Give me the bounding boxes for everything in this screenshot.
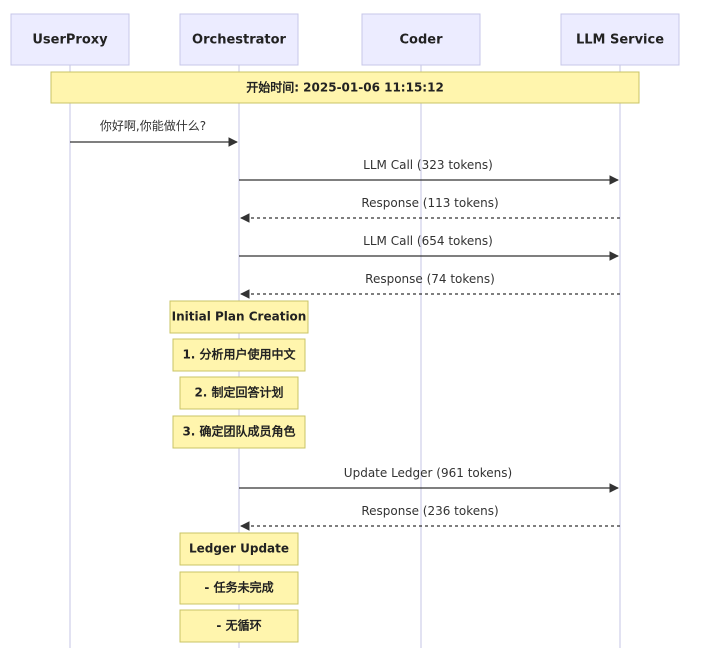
message-label: 你好啊,你能做什么? <box>100 118 206 133</box>
message-response-2: Response (74 tokens) <box>240 272 620 299</box>
note-label: 1. 分析用户使用中文 <box>182 347 296 362</box>
message-llm-call-2: LLM Call (654 tokens) <box>239 234 619 261</box>
message-user-greeting: 你好啊,你能做什么? <box>70 118 238 147</box>
note-ledger-update: Ledger Update <box>179 532 299 566</box>
message-response-1: Response (113 tokens) <box>240 196 620 223</box>
message-label: LLM Call (654 tokens) <box>363 234 493 248</box>
message-update-ledger: Update Ledger (961 tokens) <box>239 466 619 493</box>
message-label: Update Ledger (961 tokens) <box>344 466 512 480</box>
actor-llm-service: LLM Service <box>560 13 680 66</box>
note-plan-step-3: 3. 确定团队成员角色 <box>172 415 306 449</box>
message-label: LLM Call (323 tokens) <box>363 158 493 172</box>
actor-userproxy-label: UserProxy <box>32 33 108 48</box>
note-label: 3. 确定团队成员角色 <box>182 424 295 439</box>
start-time-banner: 开始时间: 2025-01-06 11:15:12 <box>50 71 640 104</box>
message-llm-call-1: LLM Call (323 tokens) <box>239 158 619 185</box>
note-ledger-item-1: - 任务未完成 <box>179 571 299 605</box>
note-ledger-item-2: - 无循环 <box>179 609 299 643</box>
message-label: Response (236 tokens) <box>361 504 498 518</box>
start-time-text: 开始时间: 2025-01-06 11:15:12 <box>246 80 444 95</box>
note-label: - 任务未完成 <box>204 580 273 595</box>
note-initial-plan: Initial Plan Creation <box>169 300 309 334</box>
actor-userproxy: UserProxy <box>10 13 130 66</box>
note-plan-step-2: 2. 制定回答计划 <box>179 376 299 410</box>
actor-coder-label: Coder <box>399 33 443 48</box>
actor-orchestrator: Orchestrator <box>179 13 299 66</box>
note-plan-step-1: 1. 分析用户使用中文 <box>172 338 306 372</box>
note-label: Ledger Update <box>189 542 289 556</box>
message-label: Response (113 tokens) <box>361 196 498 210</box>
message-response-3: Response (236 tokens) <box>240 504 620 531</box>
note-label: - 无循环 <box>216 618 261 633</box>
actor-orchestrator-label: Orchestrator <box>192 33 287 48</box>
message-label: Response (74 tokens) <box>365 272 495 286</box>
note-label: Initial Plan Creation <box>172 310 307 324</box>
note-label: 2. 制定回答计划 <box>194 385 283 400</box>
actor-coder: Coder <box>361 13 481 66</box>
actor-llm-service-label: LLM Service <box>576 33 664 48</box>
